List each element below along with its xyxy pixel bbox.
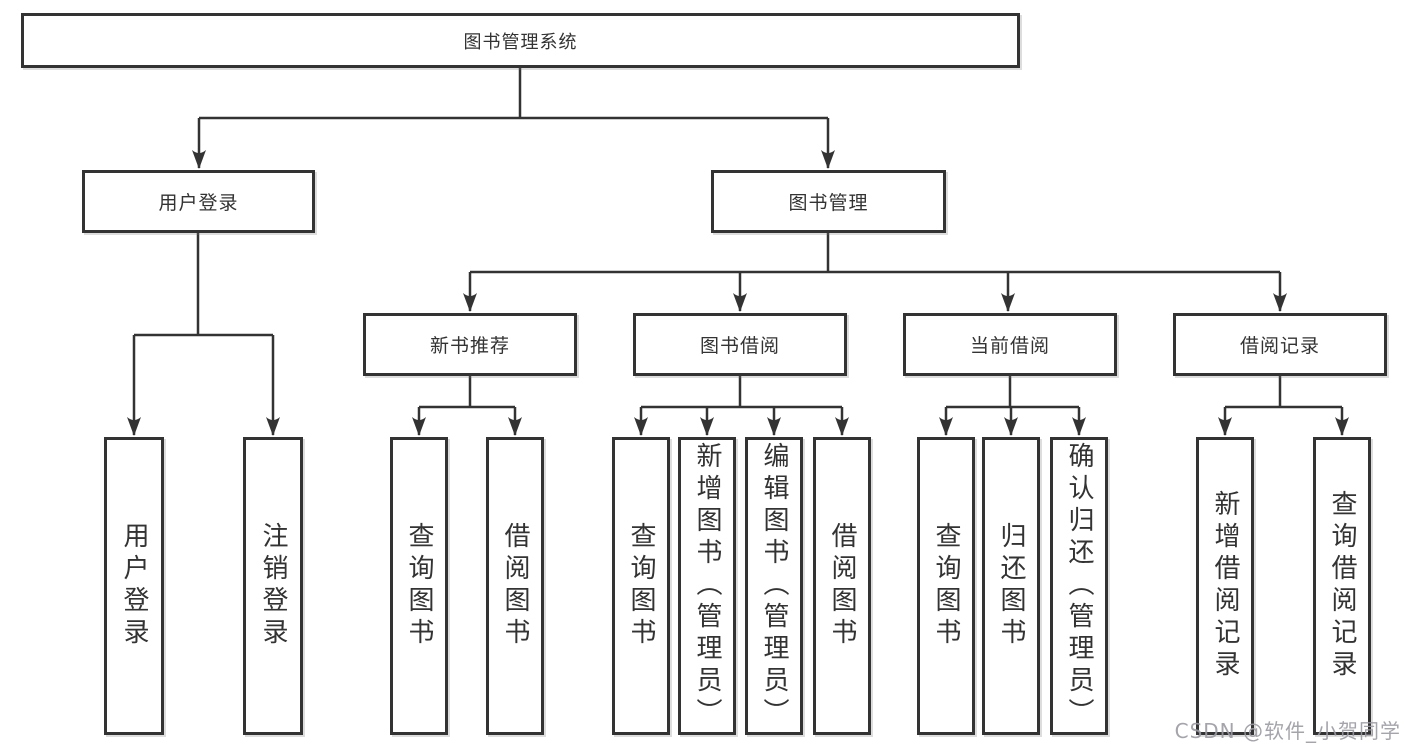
node-label: 借阅记录 (1239, 335, 1320, 357)
node-label: 确认归还（管理员） (1064, 442, 1094, 730)
node-label: 图书管理系统 (463, 31, 578, 53)
node-label: 新书推荐 (429, 335, 510, 357)
node-book-management: 图书管理 (711, 170, 946, 233)
node-label: 当前借阅 (969, 335, 1050, 357)
leaf-borrow-books-recommend: 借阅图书 (486, 437, 544, 735)
node-label: 编辑图书（管理员） (759, 442, 789, 730)
node-label: 归还图书 (996, 522, 1026, 650)
node-label: 用户登录 (119, 522, 149, 650)
node-label: 借阅图书 (500, 522, 530, 650)
node-book-borrow: 图书借阅 (633, 313, 847, 376)
leaf-add-borrow-record: 新增借阅记录 (1196, 437, 1254, 735)
leaf-query-borrow-record: 查询借阅记录 (1313, 437, 1371, 735)
node-label: 查询图书 (404, 522, 434, 650)
node-label: 借阅图书 (827, 522, 857, 650)
node-new-book-recommend: 新书推荐 (363, 313, 577, 376)
leaf-borrow-books: 借阅图书 (813, 437, 871, 735)
leaf-edit-book-admin: 编辑图书（管理员） (745, 437, 803, 735)
node-label: 查询借阅记录 (1327, 490, 1357, 682)
node-label: 查询图书 (626, 522, 656, 650)
leaf-return-book: 归还图书 (982, 437, 1040, 735)
node-current-borrow: 当前借阅 (903, 313, 1117, 376)
node-user-login: 用户登录 (82, 170, 315, 233)
node-label: 用户登录 (158, 192, 239, 214)
leaf-user-login: 用户登录 (104, 437, 164, 735)
node-label: 新增借阅记录 (1210, 490, 1240, 682)
node-label: 图书管理 (788, 192, 869, 214)
leaf-query-books-recommend: 查询图书 (390, 437, 448, 735)
leaf-query-books-current: 查询图书 (917, 437, 975, 735)
leaf-query-books-borrow: 查询图书 (612, 437, 670, 735)
node-borrow-records: 借阅记录 (1173, 313, 1387, 376)
node-label: 查询图书 (931, 522, 961, 650)
node-label: 图书借阅 (699, 335, 780, 357)
leaf-confirm-return-admin: 确认归还（管理员） (1050, 437, 1108, 735)
node-library-system: 图书管理系统 (21, 13, 1020, 68)
leaf-logout: 注销登录 (243, 437, 303, 735)
leaf-add-book-admin: 新增图书（管理员） (678, 437, 736, 735)
node-label: 新增图书（管理员） (692, 442, 722, 730)
csdn-watermark: CSDN @软件_小贺同学 (1174, 719, 1401, 743)
node-label: 注销登录 (258, 522, 288, 650)
